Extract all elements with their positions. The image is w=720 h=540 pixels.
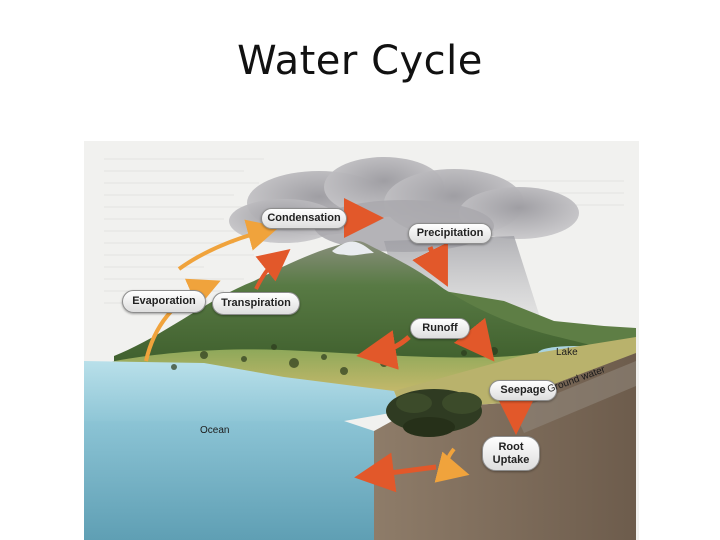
- cloud: [229, 157, 579, 252]
- ground-water-layer: [514, 361, 636, 433]
- root-uptake-line1: Root: [498, 441, 524, 453]
- ocean-surface: [84, 361, 402, 421]
- root-uptake-label: Root Uptake: [482, 436, 540, 472]
- lake-label: Lake: [556, 347, 578, 358]
- water-cycle-diagram: Condensation Precipitation Evaporation T…: [84, 141, 639, 540]
- seepage-label: Seepage: [489, 380, 557, 401]
- groundwater-to-ocean-arrow: [354, 452, 437, 493]
- evaporation-to-cloud-arrow: [177, 219, 280, 271]
- vegetation: [386, 389, 482, 437]
- mountain: [114, 240, 624, 369]
- runoff-arrow-left: [356, 330, 411, 370]
- condensation-label: Condensation: [261, 208, 347, 229]
- precipitation-arrow: [412, 242, 448, 287]
- snow-cap: [332, 241, 374, 256]
- transpiration-label: Transpiration: [212, 292, 300, 315]
- runoff-label: Runoff: [410, 318, 470, 339]
- ocean-front: [84, 421, 374, 540]
- root-uptake-line2: Uptake: [492, 453, 530, 466]
- root-uptake-arrow: [434, 447, 470, 483]
- ocean-label: Ocean: [200, 425, 230, 436]
- slide-title: Water Cycle: [237, 38, 483, 84]
- evaporation-label: Evaporation: [122, 290, 206, 313]
- transpiration-arrow: [254, 249, 291, 290]
- precipitation-label: Precipitation: [408, 223, 492, 244]
- runoff-arrow-right: [453, 317, 495, 362]
- water-cycle-illustration: [84, 157, 636, 540]
